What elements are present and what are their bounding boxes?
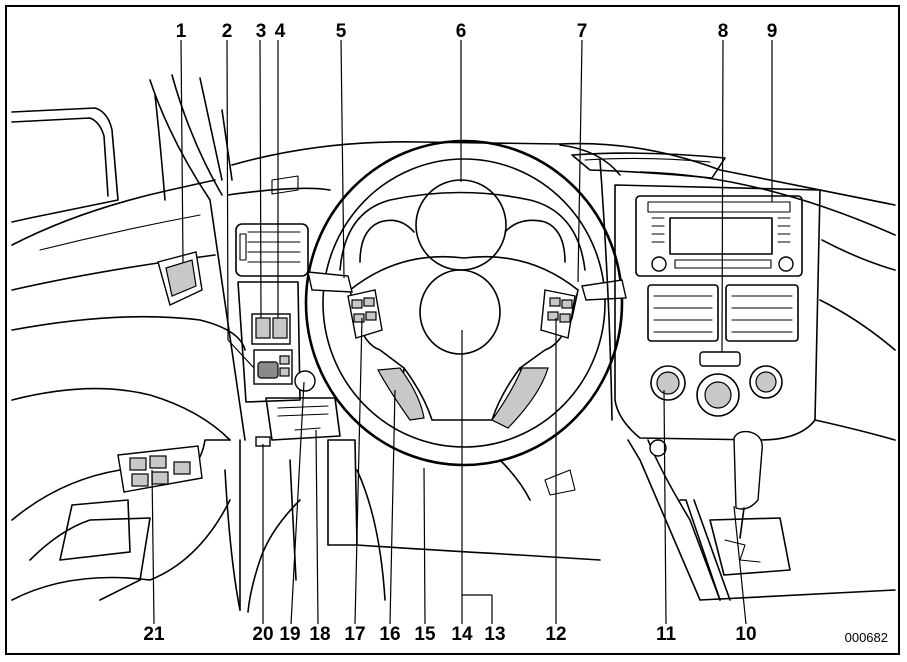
callout-4: 4 <box>275 21 286 42</box>
callout-19: 19 <box>279 624 300 645</box>
left-switch-panel <box>237 281 301 403</box>
callout-10: 10 <box>735 624 756 645</box>
right-dash <box>599 159 896 441</box>
door-armrest <box>11 439 231 601</box>
figure-code: 000682 <box>845 630 888 645</box>
a-pillar <box>149 74 246 441</box>
defroster-vent <box>571 152 726 179</box>
left-air-vent <box>235 223 309 277</box>
callout-18: 18 <box>309 624 330 645</box>
callout-9: 9 <box>767 21 778 42</box>
callout-21: 21 <box>143 624 165 645</box>
callout-8: 8 <box>718 21 729 42</box>
left-door <box>11 107 246 441</box>
callout-11: 11 <box>656 624 677 645</box>
center-console <box>627 430 896 601</box>
callout-6: 6 <box>456 21 467 42</box>
figure-frame <box>5 5 900 655</box>
door-handle <box>157 251 203 306</box>
callout-20: 20 <box>252 624 273 645</box>
callout-12: 12 <box>545 624 566 645</box>
center-stack <box>614 184 821 441</box>
leader-lines <box>151 39 773 625</box>
callout-14: 14 <box>451 624 473 645</box>
callout-3: 3 <box>256 21 267 42</box>
callout-2: 2 <box>222 21 233 42</box>
callout-17: 17 <box>344 624 365 645</box>
callout-labels: 1 2 3 4 5 6 7 8 9 10 11 12 13 14 15 16 1… <box>143 21 777 645</box>
callout-15: 15 <box>414 624 436 645</box>
instrument-cluster <box>339 179 586 271</box>
floor-lines <box>356 459 601 561</box>
callout-16: 16 <box>379 624 400 645</box>
callout-13: 13 <box>484 624 505 645</box>
callout-7: 7 <box>577 21 588 42</box>
callout-5: 5 <box>336 21 347 42</box>
callout-1: 1 <box>176 21 187 42</box>
knee-panel <box>224 439 386 613</box>
steering-wheel <box>304 139 627 467</box>
